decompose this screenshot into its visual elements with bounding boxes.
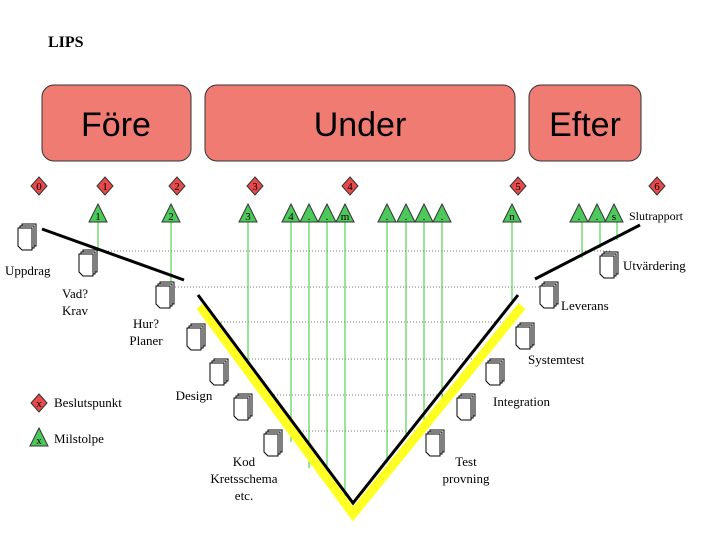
document-icon xyxy=(233,393,253,421)
doc-label-leverans: Leverans xyxy=(561,298,609,313)
legend-milestone: x Milstolpe xyxy=(29,426,104,447)
document-icons xyxy=(17,223,619,457)
milestone: 4 xyxy=(281,202,301,223)
document-icon xyxy=(263,429,283,457)
milestone: . xyxy=(377,202,397,223)
svg-text:1: 1 xyxy=(95,211,101,223)
svg-text:1: 1 xyxy=(102,181,108,193)
decision-point: 6 xyxy=(648,176,666,196)
doc-label-hur: Hur? xyxy=(133,316,159,331)
phase-efter: Efter xyxy=(528,84,642,162)
document-icon xyxy=(456,393,476,421)
svg-text:3: 3 xyxy=(252,181,258,193)
milestone: m xyxy=(335,202,355,223)
svg-text:6: 6 xyxy=(654,181,660,193)
doc-label-systemtest: Systemtest xyxy=(528,352,585,367)
document-icon xyxy=(17,223,37,251)
legend-milestone-label: Milstolpe xyxy=(54,431,104,446)
milestone: 3 xyxy=(238,202,258,223)
svg-text:n: n xyxy=(509,211,515,223)
phase-fore: Före xyxy=(41,84,192,162)
document-icon xyxy=(515,322,535,350)
doc-label-kod: Kod xyxy=(233,454,256,469)
svg-text:.: . xyxy=(441,211,444,223)
legend-decision-symbol: x xyxy=(36,398,42,410)
milestone: s xyxy=(604,202,624,223)
milestone: . xyxy=(317,202,337,223)
legend: x Beslutspunkt x Milstolpe xyxy=(29,393,122,447)
decision-point: 1 xyxy=(96,176,114,196)
milestone: . xyxy=(414,202,434,223)
doc-label-etc: etc. xyxy=(235,488,253,503)
svg-text:2: 2 xyxy=(174,181,180,193)
phase-efter-label: Efter xyxy=(549,106,621,144)
document-icon xyxy=(209,358,229,386)
doc-label-kretsschema: Kretsschema xyxy=(210,471,277,486)
svg-text:s: s xyxy=(612,211,616,223)
document-icon xyxy=(186,323,206,351)
doc-label-test: Test xyxy=(455,454,477,469)
decision-point: 4 xyxy=(341,176,359,196)
slutrapport-label: Slutrapport xyxy=(629,209,684,223)
doc-label-integration: Integration xyxy=(493,394,551,409)
milestone: . xyxy=(432,202,452,223)
phase-under-label: Under xyxy=(314,106,407,144)
document-icon xyxy=(78,249,98,277)
milestones: 1 2 3 4 . . m . . . . n . . s xyxy=(88,202,624,223)
svg-text:.: . xyxy=(578,211,581,223)
decision-point: 2 xyxy=(168,176,186,196)
milestone: 1 xyxy=(88,202,108,223)
diagram-title: LIPS xyxy=(48,34,84,51)
svg-text:4: 4 xyxy=(347,181,353,193)
doc-label-vad: Vad? xyxy=(62,286,88,301)
svg-text:5: 5 xyxy=(515,181,521,193)
dotted-guides xyxy=(105,250,612,432)
phase-fore-label: Före xyxy=(81,106,151,144)
svg-text:.: . xyxy=(423,211,426,223)
svg-text:.: . xyxy=(386,211,389,223)
document-labels: Uppdrag Vad? Krav Hur? Planer Design Kod… xyxy=(5,258,686,503)
svg-text:0: 0 xyxy=(36,181,42,193)
svg-text:.: . xyxy=(308,211,311,223)
decision-point: 5 xyxy=(509,176,527,196)
doc-label-krav: Krav xyxy=(62,303,88,318)
milestone: . xyxy=(587,202,607,223)
svg-text:3: 3 xyxy=(245,211,251,223)
decision-points: 0 1 2 3 4 5 6 xyxy=(30,176,666,196)
legend-decision-label: Beslutspunkt xyxy=(54,395,122,410)
v-model xyxy=(41,223,641,522)
document-icon xyxy=(539,281,559,309)
decision-point: 3 xyxy=(246,176,264,196)
decision-point: 0 xyxy=(30,176,48,196)
doc-label-uppdrag: Uppdrag xyxy=(5,263,51,278)
svg-text:.: . xyxy=(326,211,329,223)
doc-label-provning: provning xyxy=(443,471,490,486)
doc-label-planer: Planer xyxy=(129,333,163,348)
document-icon xyxy=(155,281,175,309)
left-arm-line xyxy=(41,227,185,282)
milestone: n xyxy=(502,202,522,223)
doc-label-utvardering: Utvärdering xyxy=(623,258,686,273)
svg-text:.: . xyxy=(596,211,599,223)
svg-text:m: m xyxy=(341,211,350,223)
svg-text:2: 2 xyxy=(168,211,174,223)
right-arm-line xyxy=(534,223,641,281)
document-icon xyxy=(485,358,505,386)
legend-milestone-symbol: x xyxy=(36,435,42,447)
milestone-guides xyxy=(97,222,618,498)
legend-decision: x Beslutspunkt xyxy=(30,393,122,413)
milestone: . xyxy=(396,202,416,223)
svg-text:.: . xyxy=(405,211,408,223)
document-icon xyxy=(425,429,445,457)
phase-under: Under xyxy=(204,84,516,162)
doc-label-design: Design xyxy=(176,388,213,403)
milestone: . xyxy=(299,202,319,223)
svg-text:4: 4 xyxy=(288,211,294,223)
document-icon xyxy=(599,251,619,279)
milestone: . xyxy=(569,202,589,223)
milestone: 2 xyxy=(161,202,181,223)
